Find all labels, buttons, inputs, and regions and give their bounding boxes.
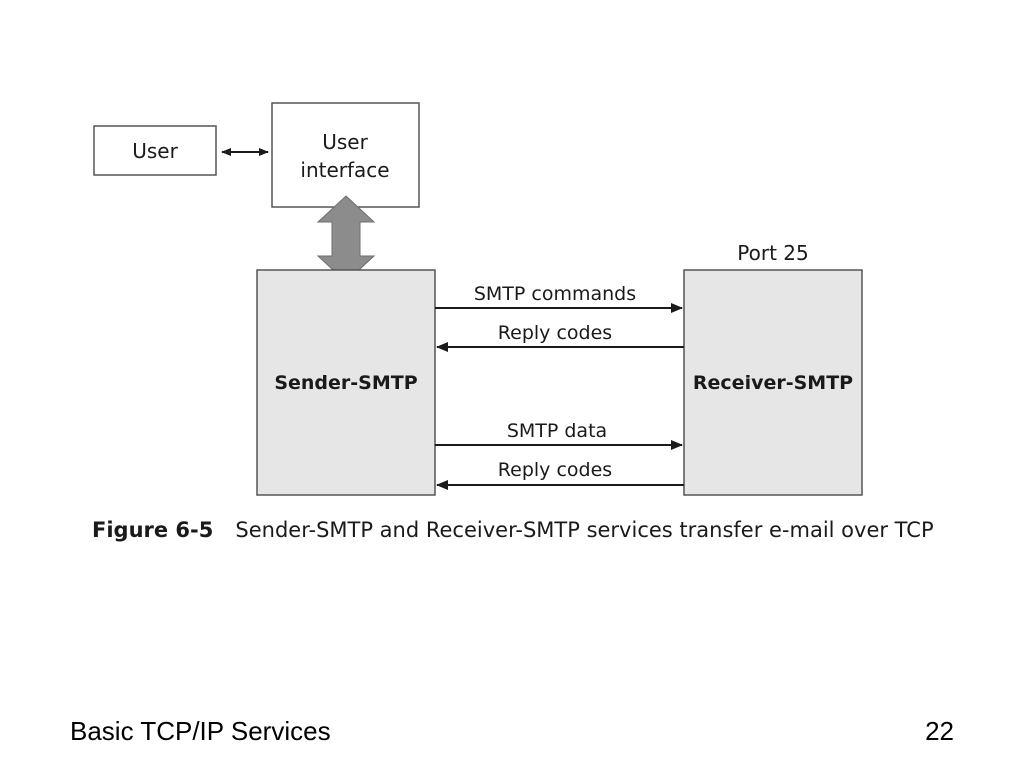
reply-codes-label-1: Reply codes [498,322,612,344]
smtp-commands-label: SMTP commands [474,283,636,305]
smtp-data-label: SMTP data [507,420,607,442]
user-interface-label-line2: interface [300,158,389,182]
figure-caption: Figure 6-5 Sender-SMTP and Receiver-SMTP … [92,518,934,542]
smtp-data-arrow: SMTP data [435,420,683,450]
footer-title: Basic TCP/IP Services [70,716,331,746]
port-label: Port 25 [737,241,808,265]
figure-caption-text: Sender-SMTP and Receiver-SMTP services t… [235,518,934,542]
figure-label: Figure 6-5 [92,518,214,542]
sender-smtp-label: Sender-SMTP [274,372,417,394]
sender-smtp-node: Sender-SMTP [256,269,436,496]
reply-codes-arrow-1: Reply codes [436,322,684,352]
page-number: 22 [925,716,954,746]
receiver-smtp-node: Port 25 Receiver-SMTP [683,241,863,496]
smtp-diagram: User User interface Sender-SMTP Port 25 … [93,102,863,496]
reply-codes-arrow-2: Reply codes [436,459,684,490]
ui-sender-double-arrow [316,195,376,283]
user-label: User [132,139,178,163]
receiver-smtp-label: Receiver-SMTP [693,372,853,394]
reply-codes-label-2: Reply codes [498,459,612,481]
smtp-commands-arrow: SMTP commands [435,283,683,313]
user-interface-node: User interface [271,102,420,208]
user-node: User [93,125,217,176]
user-interface-label-line1: User [322,130,368,154]
